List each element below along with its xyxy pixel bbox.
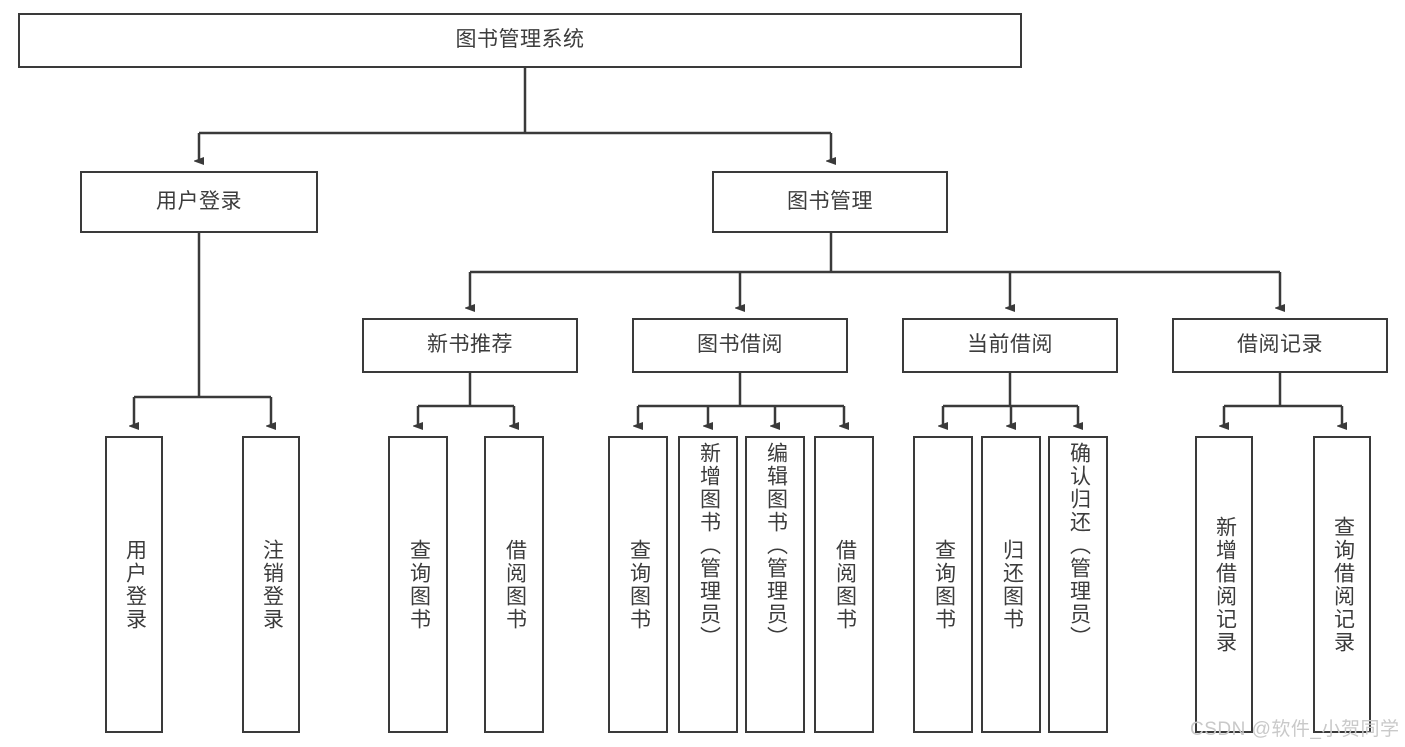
node-leaf-label: 查询借阅记录 (1331, 515, 1355, 654)
node-leaf-label: 归还图书 (1000, 538, 1024, 631)
node-leaf[interactable]: 查询图书 (608, 436, 668, 733)
node-leaf-label: 查询图书 (407, 538, 431, 631)
node-leaf-label: 借阅图书 (503, 538, 527, 631)
node-leaf[interactable]: 确认归还（管理员） (1048, 436, 1108, 733)
watermark: CSDN @软件_小贺同学 (1190, 719, 1400, 740)
node-current-borrow-label: 当前借阅 (967, 333, 1053, 357)
node-leaf[interactable]: 归还图书 (981, 436, 1041, 733)
node-leaf-label: 新增借阅记录 (1213, 515, 1237, 654)
node-root[interactable]: 图书管理系统 (18, 13, 1022, 68)
node-leaf-label: 借阅图书 (833, 538, 857, 631)
node-borrow-record-label: 借阅记录 (1237, 333, 1323, 357)
node-leaf-label: 查询图书 (627, 538, 651, 631)
node-leaf[interactable]: 查询图书 (913, 436, 973, 733)
node-user-login[interactable]: 用户登录 (80, 171, 318, 233)
node-book-borrow-label: 图书借阅 (697, 333, 783, 357)
node-root-label: 图书管理系统 (455, 28, 585, 52)
node-leaf-label: 新增图书（管理员） (697, 442, 721, 649)
node-current-borrow[interactable]: 当前借阅 (902, 318, 1118, 373)
node-leaf[interactable]: 注销登录 (242, 436, 300, 733)
node-leaf-label: 确认归还（管理员） (1067, 442, 1091, 649)
node-new-book-recommend[interactable]: 新书推荐 (362, 318, 578, 373)
node-borrow-record[interactable]: 借阅记录 (1172, 318, 1388, 373)
node-leaf[interactable]: 查询借阅记录 (1313, 436, 1371, 733)
node-book-management-label: 图书管理 (787, 189, 873, 213)
node-user-login-label: 用户登录 (156, 189, 242, 213)
node-leaf[interactable]: 编辑图书（管理员） (745, 436, 805, 733)
node-leaf[interactable]: 新增借阅记录 (1195, 436, 1253, 733)
node-leaf-label: 注销登录 (260, 538, 284, 631)
node-book-management[interactable]: 图书管理 (712, 171, 948, 233)
node-leaf-label: 用户登录 (123, 538, 147, 631)
node-leaf[interactable]: 新增图书（管理员） (678, 436, 738, 733)
node-leaf[interactable]: 查询图书 (388, 436, 448, 733)
node-leaf[interactable]: 用户登录 (105, 436, 163, 733)
node-leaf[interactable]: 借阅图书 (814, 436, 874, 733)
node-leaf-label: 查询图书 (932, 538, 956, 631)
node-book-borrow[interactable]: 图书借阅 (632, 318, 848, 373)
node-new-book-recommend-label: 新书推荐 (427, 333, 513, 357)
node-leaf[interactable]: 借阅图书 (484, 436, 544, 733)
node-leaf-label: 编辑图书（管理员） (764, 442, 788, 649)
